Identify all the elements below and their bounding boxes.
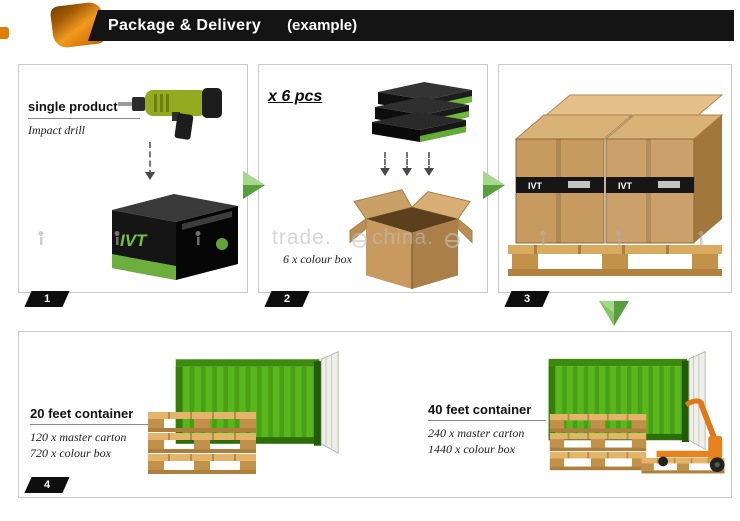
master-carton-brand-label: IVT [618,181,633,191]
single-product-title: single product [28,99,118,114]
master-carton-pallet-image: IVT IVT [508,94,724,276]
section-header: Package & Delivery (example) [88,10,734,41]
watermark-anchor-icon [195,231,201,245]
watermark-anchor-icon [540,231,546,245]
arrow-right-icon [243,171,265,199]
page-subtitle: (example) [287,17,358,34]
container-20ft-underline [30,424,148,425]
watermark-text-trade: trade. [272,226,332,249]
arrow-down-icon [599,301,629,326]
step-badge-4: 4 [24,477,70,493]
container-40ft-spec-1: 240 x master carton [428,426,525,440]
pallet-stack-image [148,412,256,474]
container-20ft-title: 20 feet container [30,406,134,421]
pallet-stack-image [549,414,647,471]
watermark-anchor-icon [114,231,120,245]
watermark-anchor-icon [38,231,44,245]
pallet-jack-image [656,398,725,473]
container-40ft-spec-2: 1440 x colour box [428,442,515,456]
single-product-underline [28,118,140,119]
colour-box-stack-image [372,82,472,142]
header-ribbon-edge-icon [0,27,9,39]
container-20ft-spec-2: 720 x colour box [30,446,111,460]
step-badge-1: 1 [24,291,70,307]
watermark-globe-icon [445,233,460,248]
container-40ft-title: 40 feet container [428,402,532,417]
container-40ft-underline [428,420,546,421]
colour-box-count-caption: 6 x colour box [283,252,352,266]
arrow-down-dashed-icon [380,152,390,176]
open-carton-image [349,189,473,290]
colour-box-image: IVT [112,194,238,280]
multiplier-label: x 6 pcs [268,88,323,105]
arrow-down-dashed-icon [145,142,155,180]
arrow-down-dashed-icon [402,152,412,176]
step-badge-2: 2 [264,291,310,307]
container-20ft-spec-1: 120 x master carton [30,430,127,444]
step-badge-3: 3 [504,291,550,307]
arrow-down-dashed-icon [424,152,434,176]
watermark-anchor-icon [616,231,622,245]
master-carton-brand-label: IVT [528,181,543,191]
arrow-right-icon [483,171,505,199]
page-title: Package & Delivery [108,16,262,34]
watermark-anchor-icon [698,231,704,245]
single-product-caption: Impact drill [28,123,85,137]
impact-drill-image [118,88,222,140]
watermark-text-china: china. [372,226,435,249]
watermark-globe-icon [352,233,367,248]
colour-box-brand-label: IVT [120,231,148,250]
